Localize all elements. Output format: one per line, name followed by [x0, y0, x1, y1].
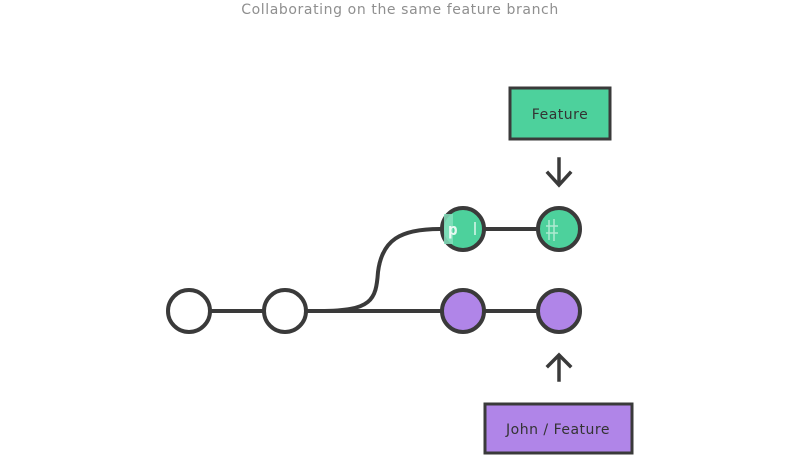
arrow-up-icon: [545, 352, 573, 382]
john-feature-branch-label: John / Feature: [505, 422, 610, 438]
feature-branch-label-box: [508, 86, 612, 141]
feature-branch-label: Feature: [532, 107, 588, 123]
diagram-title: Collaborating on the same feature branch: [241, 2, 559, 18]
branch-lines: [209, 227, 539, 313]
commit-john-1: [440, 288, 486, 334]
line-fork-to-feature: [318, 227, 442, 313]
commit-john-2: [536, 288, 582, 334]
commit-base-1: [166, 288, 212, 334]
code-icon: [546, 219, 558, 241]
git-icon: p: [444, 214, 476, 244]
svg-text:p: p: [448, 220, 458, 239]
commit-base-2: [262, 288, 308, 334]
john-feature-branch-label-box: [483, 402, 634, 455]
arrow-down-icon: [545, 157, 573, 188]
commit-feature-1: p: [440, 206, 486, 252]
commit-feature-2: [536, 206, 582, 252]
